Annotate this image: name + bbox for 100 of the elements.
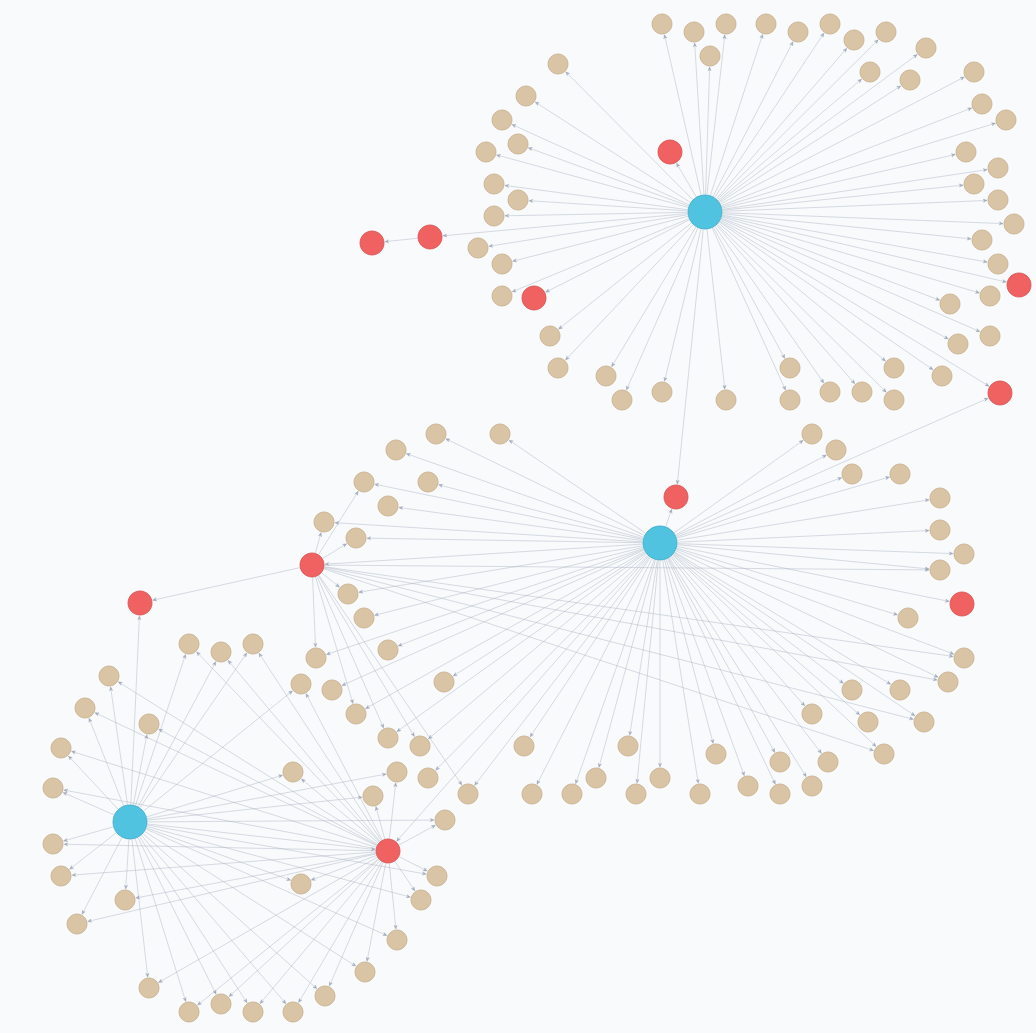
node-circle xyxy=(595,365,617,387)
node-circle xyxy=(547,53,569,75)
node-circle xyxy=(857,711,879,733)
arrow xyxy=(146,774,283,818)
node-circle xyxy=(425,423,447,445)
arrow xyxy=(676,548,954,655)
arrow xyxy=(324,566,954,658)
node-circle xyxy=(841,463,863,485)
arrow xyxy=(565,224,694,361)
arrow xyxy=(719,221,934,370)
node-circle xyxy=(859,61,881,83)
arrow xyxy=(635,560,659,784)
node-circle xyxy=(889,463,911,485)
node-circle xyxy=(1003,213,1025,235)
arrow xyxy=(329,862,384,987)
arrow xyxy=(197,858,379,1006)
arrow xyxy=(721,216,980,294)
node-circle xyxy=(66,913,88,935)
arrow xyxy=(323,568,874,752)
arrow xyxy=(677,543,954,556)
node-circle xyxy=(507,133,529,155)
node-circle xyxy=(873,743,895,765)
node-circle xyxy=(657,139,683,165)
arrow xyxy=(63,789,376,849)
arrow xyxy=(663,228,702,382)
arrow xyxy=(158,728,378,846)
arrow xyxy=(135,654,186,806)
arrow xyxy=(139,836,248,1003)
node-circle xyxy=(897,607,919,629)
arrow xyxy=(673,440,804,534)
node-circle xyxy=(299,552,325,578)
node-circle xyxy=(875,21,897,43)
arrow xyxy=(675,550,939,678)
arrow xyxy=(398,825,436,846)
arrow xyxy=(435,555,648,771)
arrow xyxy=(453,552,646,677)
arrow xyxy=(374,547,644,617)
node-circle xyxy=(689,783,711,805)
arrow xyxy=(145,828,388,936)
node-circle xyxy=(1006,272,1032,298)
node-circle xyxy=(515,85,537,107)
arrow xyxy=(721,217,940,301)
arrow xyxy=(326,548,644,655)
node-circle xyxy=(305,647,327,669)
arrow xyxy=(721,153,956,209)
arrow xyxy=(146,824,427,876)
arrow xyxy=(676,477,842,538)
node-circle xyxy=(178,633,200,655)
arrow xyxy=(665,509,673,527)
node-circle xyxy=(491,253,513,275)
arrow xyxy=(706,229,727,390)
node-circle xyxy=(987,157,1009,179)
node-circle xyxy=(242,1001,264,1023)
node-circle xyxy=(825,439,847,461)
node-circle xyxy=(321,679,343,701)
node-circle xyxy=(987,253,1009,275)
arrow xyxy=(130,615,141,805)
node-circle xyxy=(50,737,72,759)
arrow xyxy=(674,552,916,717)
arrow xyxy=(711,227,786,391)
arrow xyxy=(676,547,898,616)
arrow xyxy=(598,559,656,768)
node-circle xyxy=(74,697,96,719)
arrow xyxy=(669,557,807,777)
arrow xyxy=(358,545,644,594)
node-circle xyxy=(737,775,759,797)
arrow xyxy=(721,122,996,208)
arrow xyxy=(144,831,356,967)
arrow xyxy=(71,851,376,877)
node-circle xyxy=(410,889,432,911)
arrow xyxy=(396,555,649,842)
arrow xyxy=(512,216,689,263)
node-circle xyxy=(385,439,407,461)
node-circle xyxy=(585,767,607,789)
arrow xyxy=(710,34,764,196)
arrow xyxy=(716,224,856,384)
node-circle xyxy=(787,21,809,43)
arrow xyxy=(545,219,690,293)
arrow xyxy=(722,212,1004,226)
arrow xyxy=(662,559,700,784)
arrow xyxy=(142,833,318,989)
arrow xyxy=(663,34,702,196)
arrow xyxy=(118,681,378,845)
node-circle xyxy=(138,713,160,735)
node-circle xyxy=(521,285,547,311)
node-circle xyxy=(138,977,160,999)
node-circle xyxy=(377,495,399,517)
node-circle xyxy=(50,865,72,887)
arrow xyxy=(134,838,187,1002)
node-circle xyxy=(979,325,1001,347)
arrow xyxy=(406,453,644,538)
node-circle xyxy=(995,109,1017,131)
arrow xyxy=(147,818,435,823)
node-circle xyxy=(282,761,304,783)
node-circle xyxy=(651,381,673,403)
arrow xyxy=(365,551,646,709)
arrow xyxy=(318,575,463,786)
arrow xyxy=(665,559,745,776)
node-circle xyxy=(699,45,721,67)
arrow xyxy=(628,560,658,736)
